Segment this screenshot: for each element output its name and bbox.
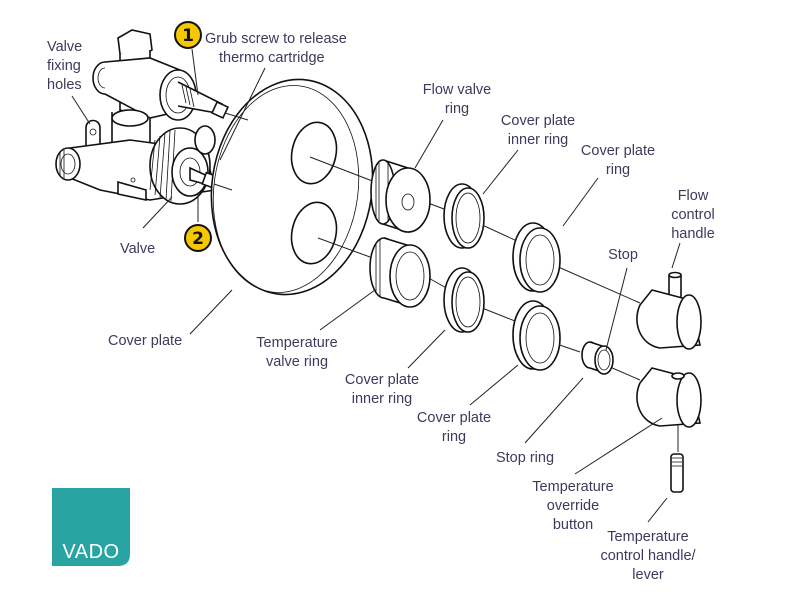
label-cover-plate-ring-top: Cover plate ring [581, 143, 655, 178]
stop-ring [581, 341, 614, 375]
vado-logo-text: VADO [62, 541, 119, 563]
label-temperature-control-handle: Temperature control handle/ lever [600, 529, 696, 583]
valve-body [55, 29, 230, 205]
cover-plate [210, 78, 374, 296]
svg-text:Cover plate: Cover plate [417, 410, 491, 426]
temperature-lever [670, 453, 684, 493]
svg-text:Cover plate: Cover plate [581, 143, 655, 159]
label-stop-ring: Stop ring [496, 450, 554, 466]
svg-text:valve ring: valve ring [266, 354, 328, 370]
label-cover-plate-inner-ring-bottom: Cover plate inner ring [345, 372, 419, 407]
svg-text:holes: holes [47, 77, 82, 93]
label-grub-screw: Grub screw to release thermo cartridge [205, 31, 347, 66]
svg-text:control: control [671, 207, 715, 223]
svg-text:Flow valve: Flow valve [423, 82, 492, 98]
label-valve: Valve [120, 241, 155, 257]
label-flow-valve-ring: Flow valve ring [423, 82, 492, 117]
svg-text:Valve: Valve [120, 241, 155, 257]
cover-plate-inner-ring-bottom [443, 267, 485, 333]
svg-text:control handle/: control handle/ [600, 548, 696, 564]
svg-text:handle: handle [671, 226, 715, 242]
svg-text:Cover plate: Cover plate [108, 333, 182, 349]
svg-text:Flow: Flow [678, 188, 709, 204]
label-valve-fixing-holes: Valve fixing holes [47, 39, 82, 93]
cover-plate-inner-ring-top [443, 183, 485, 249]
vado-logo: VADO [52, 488, 130, 566]
cover-plate-ring-top [512, 222, 561, 293]
svg-text:lever: lever [632, 567, 664, 583]
svg-text:Cover plate: Cover plate [501, 113, 575, 129]
svg-text:inner ring: inner ring [352, 391, 412, 407]
svg-text:Stop ring: Stop ring [496, 450, 554, 466]
flow-control-handle [636, 271, 702, 350]
svg-text:Cover plate: Cover plate [345, 372, 419, 388]
label-cover-plate: Cover plate [108, 333, 182, 349]
svg-text:inner ring: inner ring [508, 132, 568, 148]
svg-text:Temperature: Temperature [532, 479, 613, 495]
svg-text:Grub screw to release: Grub screw to release [205, 31, 347, 47]
svg-text:ring: ring [445, 101, 469, 117]
svg-text:override: override [547, 498, 599, 514]
svg-text:Temperature: Temperature [256, 335, 337, 351]
svg-text:Valve: Valve [47, 39, 82, 55]
vado-logo-background [52, 488, 130, 566]
leader-lines [71, 48, 681, 523]
temperature-valve-ring [369, 237, 431, 308]
svg-text:Temperature: Temperature [607, 529, 688, 545]
label-cover-plate-inner-ring-top: Cover plate inner ring [501, 113, 575, 148]
temperature-control-handle [636, 367, 702, 452]
badge-2: 2 [184, 224, 212, 252]
svg-text:ring: ring [442, 429, 466, 445]
badge-1: 1 [174, 21, 202, 49]
label-temperature-valve-ring: Temperature valve ring [256, 335, 337, 370]
svg-text:fixing: fixing [47, 58, 81, 74]
svg-text:button: button [553, 517, 593, 533]
svg-text:Stop: Stop [608, 247, 638, 263]
svg-text:ring: ring [606, 162, 630, 178]
label-stop: Stop [608, 247, 638, 263]
label-temperature-override-button: Temperature override button [532, 479, 613, 533]
label-flow-control-handle: Flow control handle [671, 188, 715, 242]
cover-plate-ring-bottom [512, 300, 561, 371]
svg-text:thermo cartridge: thermo cartridge [219, 50, 325, 66]
label-cover-plate-ring-bottom: Cover plate ring [417, 410, 491, 445]
flow-valve-ring [370, 159, 431, 234]
badge-1-number: 1 [182, 26, 194, 46]
badge-2-number: 2 [192, 229, 204, 249]
